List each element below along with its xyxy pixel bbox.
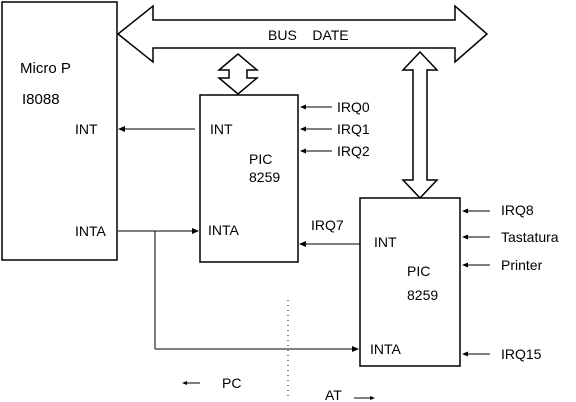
pic-slave-inta-label: INTA <box>370 341 402 357</box>
irq0-label: IRQ0 <box>337 99 370 115</box>
bus-label: BUS DATE <box>268 27 349 43</box>
irq1-arrowhead <box>300 126 306 132</box>
inta-branch-arrowhead <box>352 346 359 352</box>
pic-master-box <box>199 94 299 263</box>
cpu-box <box>1 1 118 261</box>
printer-arrowhead <box>462 262 468 268</box>
pic-slave-model: 8259 <box>407 287 438 303</box>
bus-to-pic-slave-arrow <box>401 50 439 200</box>
cpu-inta-label: INTA <box>75 223 107 239</box>
pic-slave-int-label: INT <box>374 234 397 250</box>
irq1-label: IRQ1 <box>337 121 370 137</box>
printer-label: Printer <box>501 257 543 273</box>
cpu-model: I8088 <box>22 91 60 108</box>
at-arrowhead <box>370 396 375 400</box>
irq2-label: IRQ2 <box>337 143 370 159</box>
cascade-arrowhead <box>299 241 306 247</box>
tastatura-label: Tastatura <box>501 229 559 245</box>
irq8-arrowhead <box>462 208 468 214</box>
at-label: AT <box>325 387 342 402</box>
irq15-label: IRQ15 <box>501 346 542 362</box>
inta-arrowhead <box>192 228 199 234</box>
tastatura-arrowhead <box>462 234 468 240</box>
pc-arrowhead <box>182 381 187 385</box>
cpu-int-label: INT <box>75 121 98 137</box>
irq8-label: IRQ8 <box>501 202 534 218</box>
pic-slave-name: PIC <box>407 263 430 279</box>
irq15-arrowhead <box>462 351 468 357</box>
pic-master-model: 8259 <box>249 169 280 185</box>
pic-slave-box <box>359 197 461 367</box>
pic-master-name: PIC <box>249 151 272 167</box>
int-arrowhead <box>118 126 125 132</box>
pc-label: PC <box>222 375 241 391</box>
cpu-name: Micro P <box>20 60 71 77</box>
pic-master-int-label: INT <box>210 121 233 137</box>
data-bus-arrow <box>116 4 489 64</box>
irq0-arrowhead <box>300 104 306 110</box>
irq2-arrowhead <box>300 148 306 154</box>
pic-master-inta-label: INTA <box>208 222 240 238</box>
cascade-label: IRQ7 <box>311 217 344 233</box>
bus-to-pic-master-arrow <box>216 53 260 95</box>
